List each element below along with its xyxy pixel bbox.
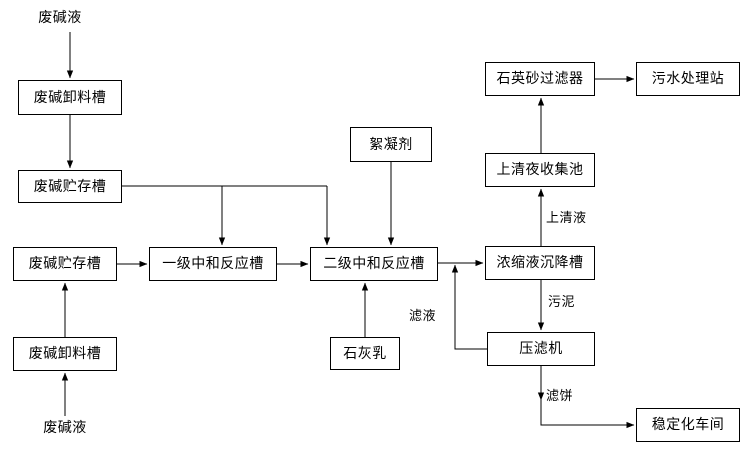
node-supernatant-collection-pool[interactable]: 上清夜收集池 [485,153,595,187]
node-wastewater-treatment-station[interactable]: 污水处理站 [636,62,740,96]
node-inlet-bottom: 废碱液 [43,420,87,436]
node-concentrate-settling-tank[interactable]: 浓缩液沉降槽 [485,246,595,280]
node-waste-alkali-storage-tank-top[interactable]: 废碱贮存槽 [18,170,122,203]
node-flocculant[interactable]: 絮凝剂 [350,127,432,162]
node-filter-press[interactable]: 压滤机 [487,332,595,366]
edge-label-filtrate: 滤液 [409,309,437,324]
node-lime-milk[interactable]: 石灰乳 [330,337,400,370]
node-waste-alkali-unloading-tank-top[interactable]: 废碱卸料槽 [18,80,122,115]
node-secondary-neutralization-reactor[interactable]: 二级中和反应槽 [310,247,438,281]
node-primary-neutralization-reactor[interactable]: 一级中和反应槽 [149,247,277,281]
node-waste-alkali-unloading-tank-bottom[interactable]: 废碱卸料槽 [13,337,117,371]
node-stabilization-workshop[interactable]: 稳定化车间 [636,408,740,442]
node-waste-alkali-storage-tank-bottom[interactable]: 废碱贮存槽 [13,247,117,281]
node-quartz-sand-filter[interactable]: 石英砂过滤器 [485,62,595,96]
edge-filter-press-filtrate-return [451,264,487,350]
edge-filter-press-to-stabilize-route [540,394,635,429]
edge-label-sludge: 污泥 [548,295,576,310]
edge-label-supernatant: 上清液 [546,211,587,226]
node-inlet-top: 废碱液 [38,10,82,26]
edge-label-filter-cake: 滤饼 [546,389,574,404]
